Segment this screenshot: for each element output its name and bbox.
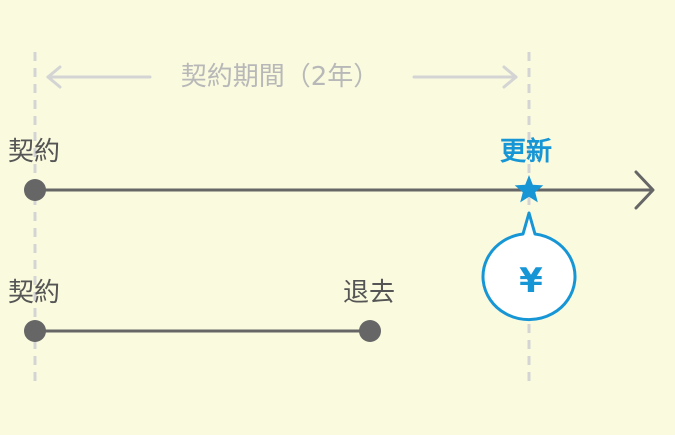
contract-period-label: 契約期間（2年） — [180, 62, 380, 92]
timeline-row2-end-dot — [359, 320, 381, 342]
timeline-row2-start-dot — [24, 320, 46, 342]
row1-renewal-label: 更新 — [500, 137, 553, 167]
star-icon — [514, 175, 544, 203]
yen-symbol: ¥ — [519, 261, 543, 301]
timeline-row1-start-dot — [24, 179, 46, 201]
row2-moveout-label: 退去 — [343, 278, 396, 308]
period-arrow-left — [46, 65, 152, 89]
arrow-right-icon — [634, 170, 655, 210]
row1-contract-label: 契約 — [8, 137, 61, 167]
period-arrow-right — [412, 65, 518, 89]
row2-contract-label: 契約 — [8, 278, 61, 308]
yen-speech-bubble-icon — [481, 211, 577, 322]
